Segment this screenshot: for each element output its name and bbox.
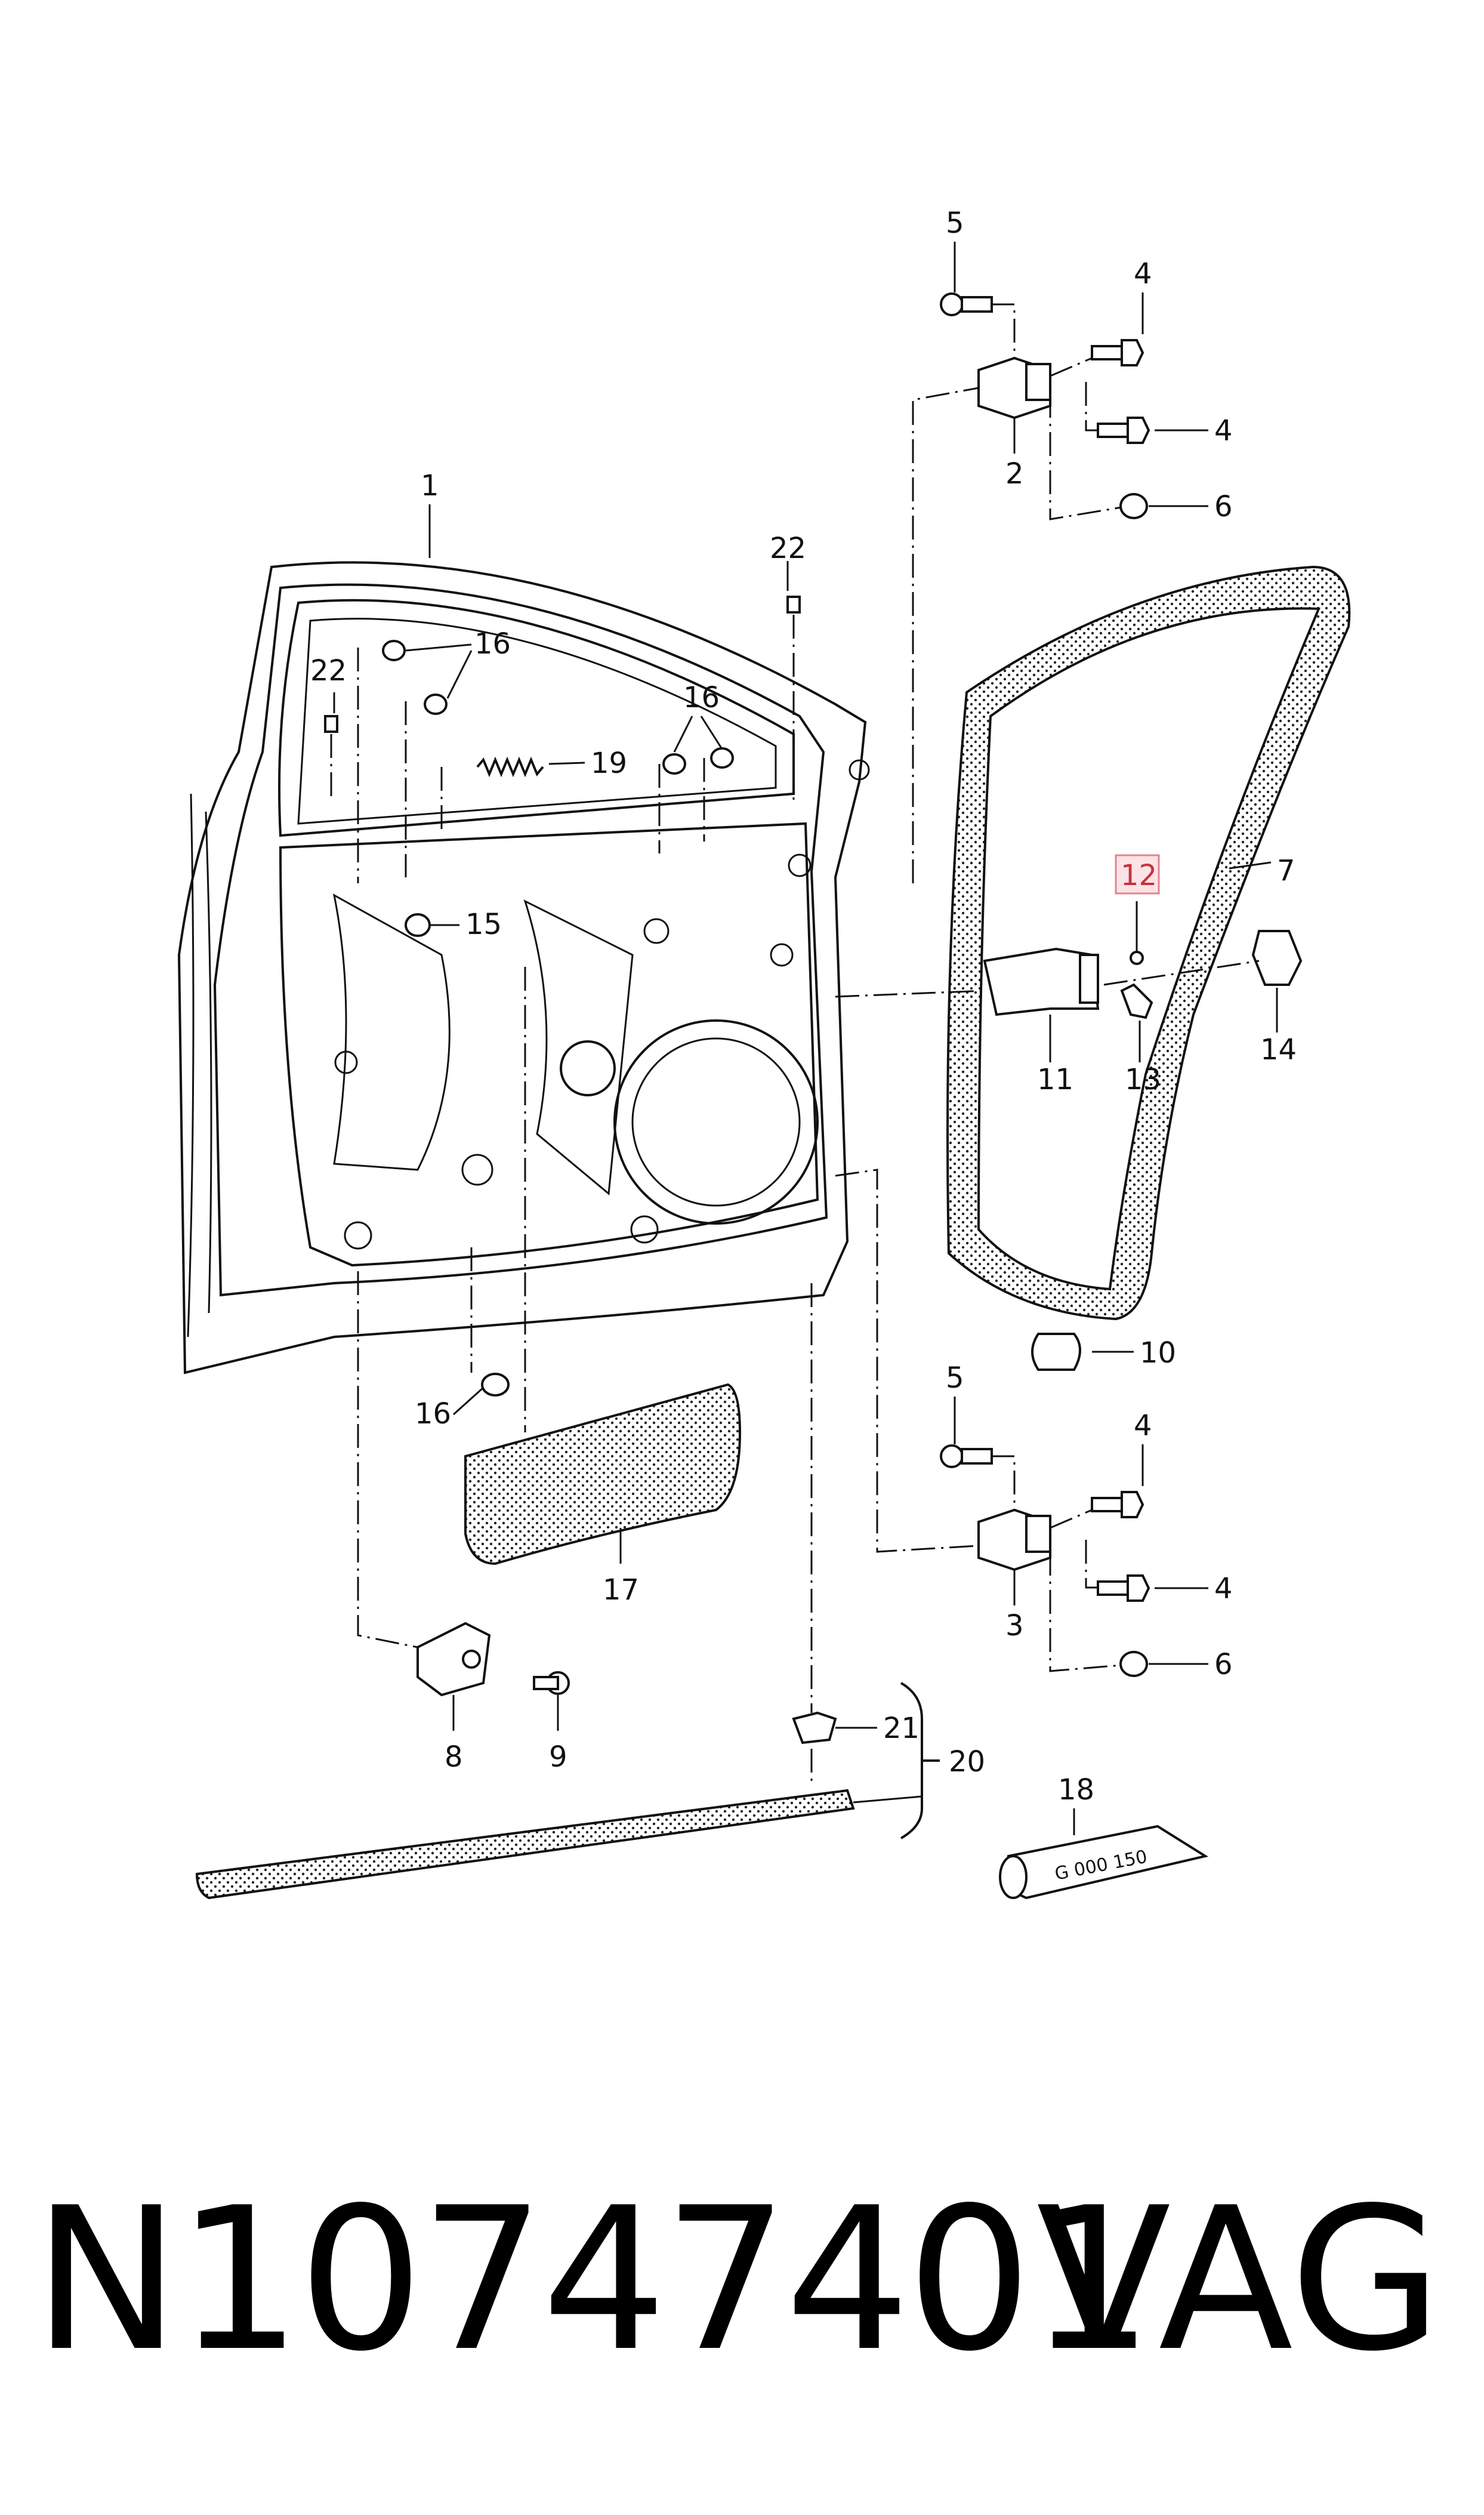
bracket-8 bbox=[416, 1622, 491, 1697]
callout-18: 18 bbox=[1058, 1773, 1094, 1807]
door-seal bbox=[946, 565, 1351, 1321]
part-number: N10747401 bbox=[33, 2165, 1154, 2394]
bolt-5-lower bbox=[940, 1444, 993, 1468]
callout-7: 7 bbox=[1277, 854, 1295, 887]
door-shell bbox=[177, 561, 870, 1374]
callout-8: 8 bbox=[445, 1740, 463, 1774]
callout-22-a: 22 bbox=[770, 532, 806, 565]
screw-12 bbox=[1130, 951, 1144, 965]
callout-16-c: 16 bbox=[415, 1397, 451, 1431]
bracket-14 bbox=[1251, 930, 1303, 986]
callout-21: 21 bbox=[883, 1712, 920, 1745]
callout-5-lower: 5 bbox=[946, 1361, 964, 1395]
clip-21 bbox=[792, 1711, 837, 1745]
callouts: 1 5 4 4 6 2 22 22 16 16 19 15 7 12 11 13… bbox=[310, 206, 1297, 1807]
callout-3: 3 bbox=[1005, 1609, 1024, 1642]
parts-diagram: G 000 150 1 5 bbox=[177, 206, 1351, 1900]
stopper-10 bbox=[1031, 1333, 1081, 1371]
bolt-4-lower-a bbox=[1091, 1491, 1144, 1518]
brand-name: VAG bbox=[1036, 2165, 1442, 2394]
callout-4-upper-b: 4 bbox=[1214, 414, 1233, 448]
callout-6-upper: 6 bbox=[1214, 490, 1233, 523]
door-check bbox=[983, 947, 1100, 1016]
plug-15 bbox=[405, 913, 431, 937]
callout-10: 10 bbox=[1140, 1336, 1176, 1370]
callout-14: 14 bbox=[1260, 1033, 1297, 1067]
callout-19: 19 bbox=[591, 747, 627, 780]
plug-16 bbox=[382, 640, 734, 1397]
trim-strip-20 bbox=[195, 1789, 855, 1900]
callout-20: 20 bbox=[949, 1745, 985, 1779]
bolt-13 bbox=[1120, 983, 1153, 1019]
callout-13: 13 bbox=[1125, 1063, 1161, 1096]
callout-6-lower: 6 bbox=[1214, 1648, 1233, 1681]
clip-22 bbox=[324, 596, 801, 733]
callout-12: 12 bbox=[1121, 859, 1157, 892]
hinge-upper bbox=[977, 356, 1051, 420]
hinge-lower bbox=[977, 1508, 1051, 1571]
callout-11: 11 bbox=[1037, 1063, 1073, 1096]
bolt-4-lower-b bbox=[1097, 1574, 1150, 1602]
callout-1: 1 bbox=[421, 469, 439, 503]
callout-2: 2 bbox=[1005, 457, 1024, 491]
spring-19 bbox=[476, 756, 544, 778]
screw-9 bbox=[533, 1671, 570, 1695]
bolt-4-upper-b bbox=[1097, 417, 1150, 444]
callout-16-a: 16 bbox=[474, 627, 511, 661]
callout-15: 15 bbox=[465, 908, 502, 941]
cap-6-lower bbox=[1119, 1651, 1148, 1677]
callout-4-lower-b: 4 bbox=[1214, 1572, 1233, 1605]
grease-tube-18: G 000 150 bbox=[999, 1824, 1209, 1900]
leader-lines bbox=[333, 242, 1278, 1835]
bolt-4-upper-a bbox=[1091, 339, 1144, 366]
callout-9: 9 bbox=[549, 1740, 567, 1774]
callout-16-b: 16 bbox=[683, 681, 720, 714]
cap-6-upper bbox=[1119, 493, 1148, 519]
callout-22-b: 22 bbox=[310, 654, 347, 688]
callout-12-highlight bbox=[1115, 854, 1160, 895]
callout-5-upper: 5 bbox=[946, 206, 964, 240]
callout-4-upper-a: 4 bbox=[1134, 257, 1152, 291]
bolt-5-upper bbox=[940, 292, 993, 316]
sound-pad-17 bbox=[464, 1383, 742, 1565]
callout-4-lower-a: 4 bbox=[1134, 1409, 1152, 1443]
callout-17: 17 bbox=[603, 1573, 639, 1607]
